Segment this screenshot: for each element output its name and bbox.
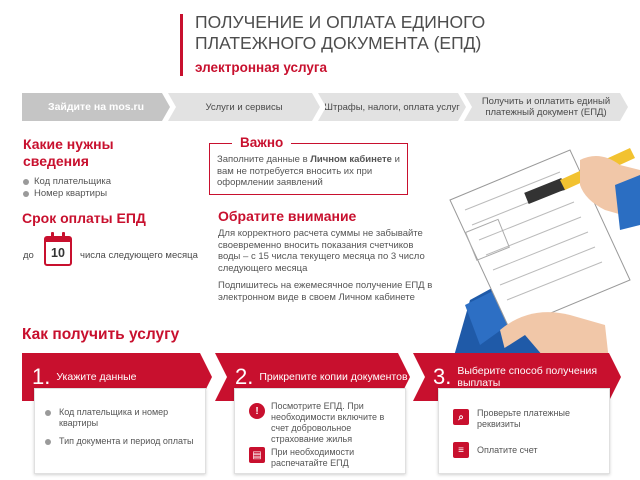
important-text: Заполните данные в Личном кабинете и вам…: [217, 154, 402, 189]
deadline-prefix: до: [23, 250, 34, 261]
step-get-pay-epd[interactable]: Получить и оплатить единый платежный док…: [464, 93, 628, 121]
step-number: 1.: [32, 364, 51, 389]
list-item: Тип документа и период оплаты: [59, 436, 194, 446]
calendar-icon: 10: [44, 232, 72, 266]
important-box: [209, 143, 408, 195]
important-text-part: Заполните данные в: [217, 154, 311, 165]
document-pen-illustration: [449, 148, 640, 370]
bullet-dot-icon: [45, 439, 51, 445]
step-3-card: ⌕ Проверьте платежные реквизиты ≡ Оплати…: [438, 388, 610, 474]
step-number: 3.: [433, 364, 452, 389]
step-mos-ru[interactable]: Зайдите на mos.ru: [22, 93, 170, 121]
step-label: Укажите данные: [56, 371, 137, 383]
invoice-icon: ≡: [453, 442, 469, 458]
step-label: Прикрепите копии документов: [259, 371, 408, 383]
step-2-card: ! Посмотрите ЕПД. При необходимости вклю…: [234, 388, 406, 474]
page-subtitle: электронная услуга: [195, 60, 328, 75]
step-label: Выберите способ получения выплаты: [457, 365, 598, 389]
list-item: Оплатите счет: [477, 445, 538, 455]
list-item: Проверьте платежные реквизиты: [477, 408, 571, 429]
step-fines-taxes[interactable]: Штрафы, налоги, оплата услуг: [318, 93, 466, 121]
attention-paragraph-2: Подпишитесь на ежемесячное получение ЕПД…: [218, 280, 433, 303]
required-info-list: Код плательщика Номер квартиры: [23, 176, 111, 200]
attention-paragraph-1: Для корректного расчета суммы не забывай…: [218, 228, 425, 274]
list-item: Номер квартиры: [23, 188, 111, 200]
bullet-dot-icon: [45, 410, 51, 416]
navigation-steps: Зайдите на mos.ru Услуги и сервисы Штраф…: [22, 93, 628, 121]
list-item: Посмотрите ЕПД. При необходимости включи…: [271, 401, 385, 444]
printer-icon: ▤: [249, 447, 265, 463]
header-accent-bar: [180, 14, 183, 76]
required-info-title: Какие нужны сведения: [23, 136, 114, 169]
list-item: При необходимости распечатайте ЕПД: [271, 447, 355, 468]
list-item: Код плательщика: [23, 176, 111, 188]
document-search-icon: ⌕: [453, 409, 469, 425]
deadline-suffix: числа следующего месяца: [80, 250, 198, 261]
personal-account-link: Личном кабинете: [310, 154, 392, 165]
step-services[interactable]: Услуги и сервисы: [168, 93, 320, 121]
deadline-title: Срок оплаты ЕПД: [22, 210, 146, 226]
important-label: Важно: [232, 135, 292, 150]
list-item: Код плательщика и номер квартиры: [59, 407, 169, 428]
step-number: 2.: [235, 364, 254, 389]
attention-text: Для корректного расчета суммы не забывай…: [218, 228, 438, 309]
attention-title: Обратите внимание: [218, 208, 357, 224]
deadline-day: 10: [51, 246, 65, 260]
page-title: ПОЛУЧЕНИЕ И ОПЛАТА ЕДИНОГО ПЛАТЕЖНОГО ДО…: [195, 12, 486, 53]
how-to-get-title: Как получить услугу: [22, 326, 180, 343]
step-1-card: Код плательщика и номер квартиры Тип док…: [34, 388, 206, 474]
important-text-part: и вам не потребуется вносить их при офор…: [217, 154, 400, 188]
alert-icon: !: [249, 403, 265, 419]
hand-right-icon: [580, 156, 640, 230]
